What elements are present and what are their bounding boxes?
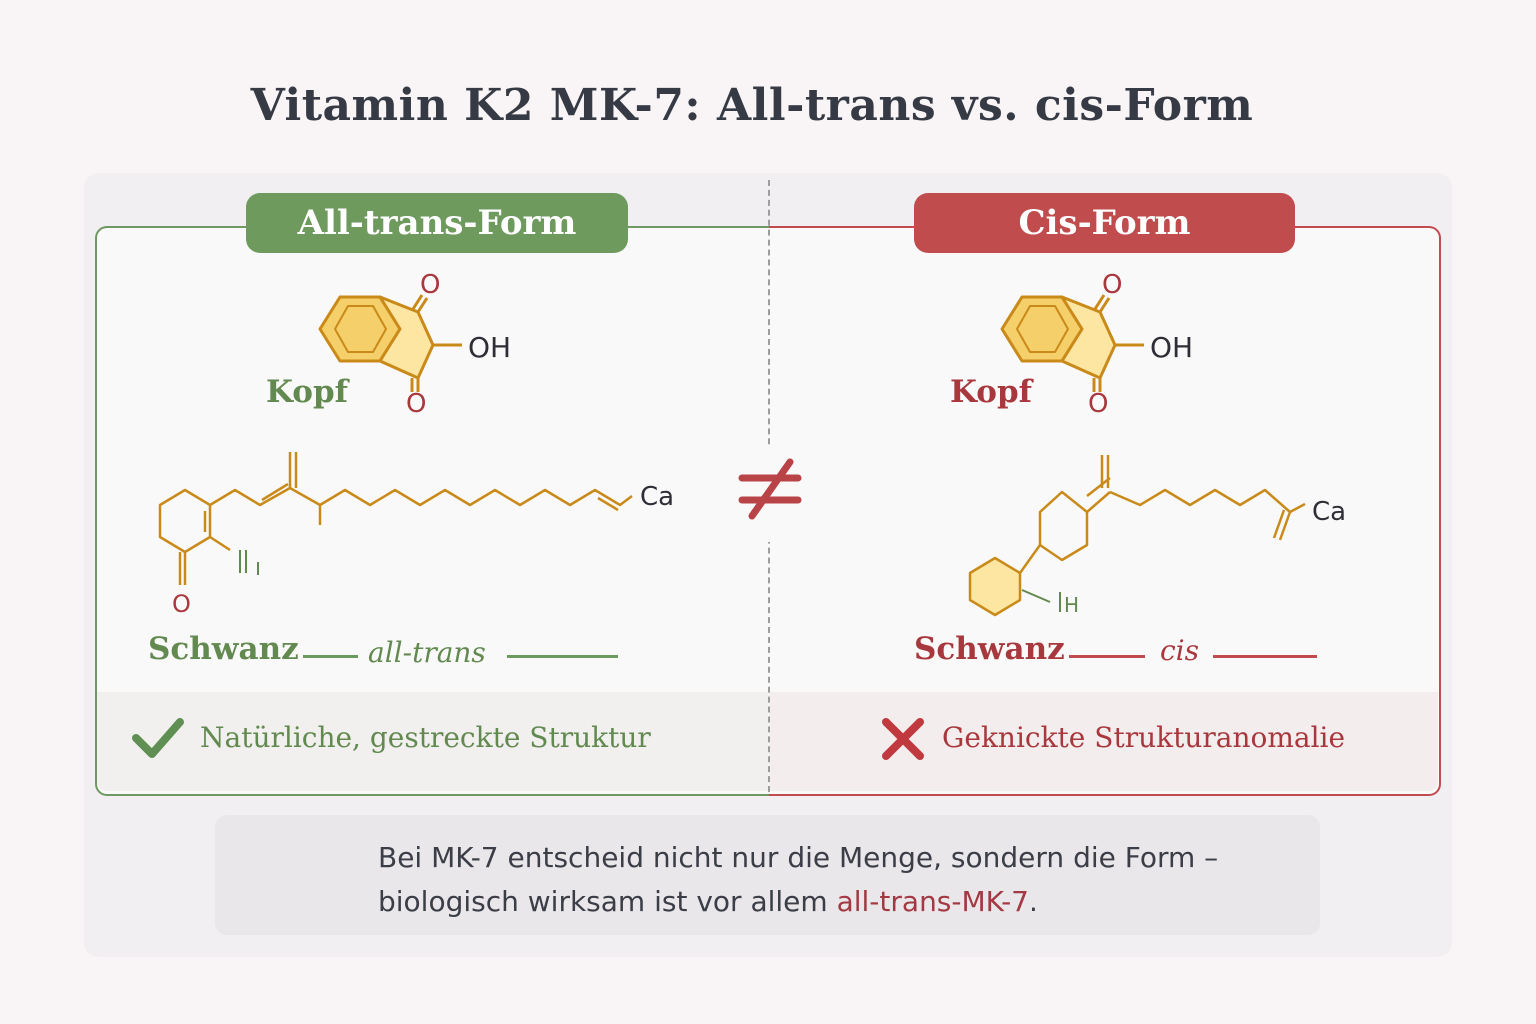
ca-label-left: Ca (640, 482, 674, 512)
ca-label-right: Ca (1312, 497, 1346, 527)
oxygen-bottom-right: O (1088, 389, 1108, 419)
cis-head-molecule (1000, 294, 1144, 392)
legend-line-right-a (1069, 655, 1145, 658)
note-line-2-prefix: biologisch wirksam ist vor allem (378, 885, 837, 918)
h-stereo-marks-left (239, 550, 259, 575)
oxygen-top-right: O (1102, 270, 1122, 300)
all-trans-head-molecule (318, 294, 462, 392)
head-label-right: Kopf (950, 374, 1032, 410)
note-highlight: all-trans-MK-7 (836, 885, 1029, 918)
h-label-right: H (1064, 593, 1079, 617)
cross-icon (882, 718, 924, 760)
h-stereo-marks-right (1021, 589, 1061, 612)
status-text-right: Geknickte Strukturanomalie (942, 721, 1346, 754)
config-label-right: cis (1160, 634, 1200, 667)
config-label-left: all-trans (368, 636, 486, 669)
cis-tail-molecule (968, 455, 1306, 617)
oh-label-left: OH (468, 331, 511, 364)
not-equal-icon (738, 458, 802, 520)
oxygen-ring-left: O (172, 590, 191, 618)
tail-ring-left (158, 488, 212, 554)
summary-note (215, 815, 1320, 935)
page-title: Vitamin K2 MK-7: All-trans vs. cis-Form (250, 80, 1254, 131)
all-trans-header: All-trans-Form (246, 193, 628, 253)
head-label-left: Kopf (266, 374, 348, 410)
legend-line-right-b (1213, 655, 1317, 658)
oxygen-top-left: O (420, 270, 440, 300)
tail-label-left: Schwanz (148, 631, 299, 667)
note-line-1: Bei MK-7 entscheid nicht nur die Menge, … (378, 841, 1219, 874)
oxygen-bottom-left: O (406, 389, 426, 419)
note-line-2: biologisch wirksam ist vor allem all-tra… (378, 880, 1308, 924)
legend-line-left-b (507, 655, 618, 658)
tail-ring-upper (1038, 490, 1089, 562)
all-trans-tail-molecule (158, 452, 633, 585)
cis-status-strip (769, 692, 1438, 791)
cis-header: Cis-Form (914, 193, 1295, 253)
note-line-2-suffix: . (1029, 885, 1038, 918)
tail-label-right: Schwanz (914, 631, 1065, 667)
legend-line-left-a (303, 655, 358, 658)
check-icon (132, 718, 184, 758)
oh-label-right: OH (1150, 331, 1193, 364)
tail-ring-lower (968, 556, 1022, 617)
all-trans-status-strip (97, 692, 768, 791)
summary-note-text: Bei MK-7 entscheid nicht nur die Menge, … (378, 836, 1308, 924)
status-text-left: Natürliche, gestreckte Struktur (200, 721, 651, 754)
